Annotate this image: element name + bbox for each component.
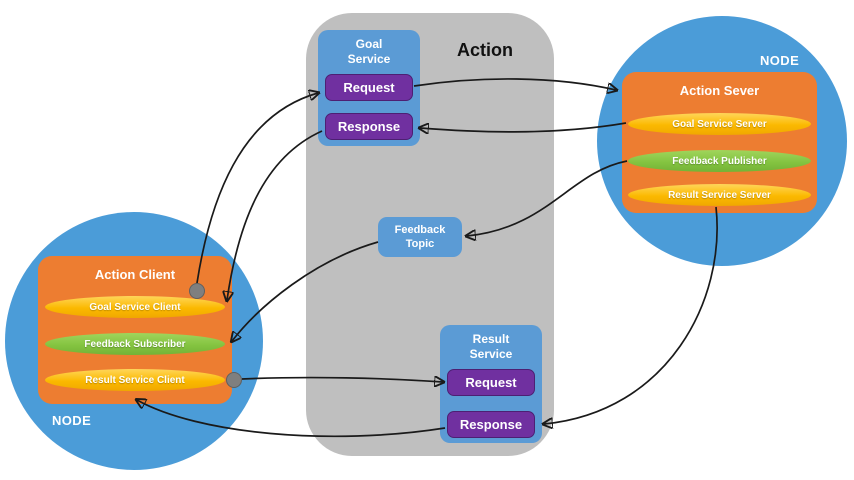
action-group-label: Action	[457, 40, 513, 60]
pill-feedback-publisher: Feedback Publisher	[628, 150, 811, 172]
action-server-title: Action Sever	[679, 83, 760, 98]
action-client-title: Action Client	[94, 267, 176, 282]
goal-request-box: Request	[325, 74, 413, 101]
client-node-label: NODE	[52, 413, 92, 428]
result-response-box: Response	[447, 411, 535, 438]
action-client-box: Action Client Goal Service Client Feedba…	[38, 256, 232, 404]
pill-result-service-client: Result Service Client	[45, 369, 225, 391]
goal-service-box: Goal Service Request Response	[318, 30, 420, 146]
pill-feedback-subscriber: Feedback Subscriber	[45, 333, 225, 355]
pill-result-service-server: Result Service Server	[628, 184, 811, 206]
action-server-box: Action Sever Goal Service Server Feedbac…	[622, 72, 817, 213]
result-client-connector-dot	[226, 372, 242, 388]
result-request-box: Request	[447, 369, 535, 396]
goal-client-connector-dot	[189, 283, 205, 299]
result-service-title: Result Service	[469, 332, 513, 361]
goal-service-title: Goal Service	[347, 37, 391, 66]
feedback-topic-label: Feedback Topic	[394, 223, 446, 250]
pill-goal-service-client: Goal Service Client	[45, 296, 225, 318]
result-service-box: Result Service Request Response	[440, 325, 542, 443]
pill-goal-service-server: Goal Service Server	[628, 113, 811, 135]
feedback-topic-box: Feedback Topic	[378, 217, 462, 257]
goal-response-box: Response	[325, 113, 413, 140]
server-node-label: NODE	[760, 53, 800, 68]
